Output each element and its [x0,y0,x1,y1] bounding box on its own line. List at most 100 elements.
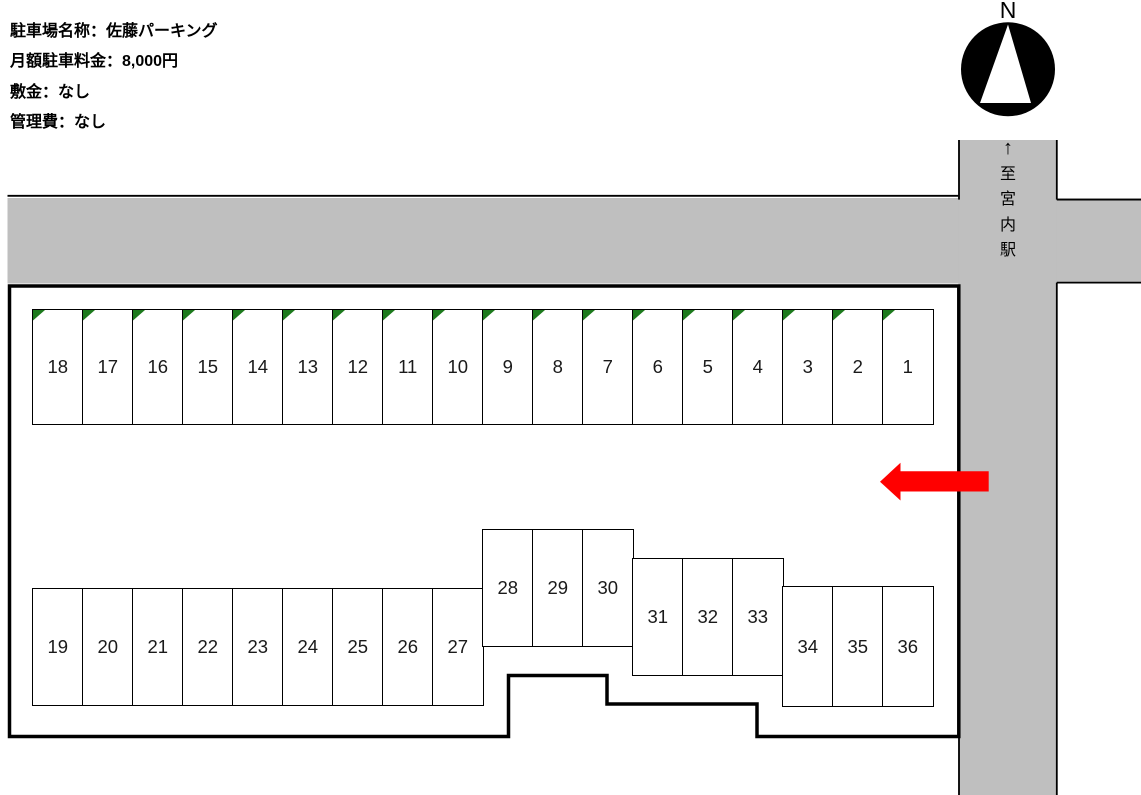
entrance-arrow-icon [880,462,989,501]
parking-stall: 23 [232,588,284,706]
parking-stall: 31 [632,558,684,676]
parking-stall: 24 [282,588,334,706]
parking-stall: 1 [882,309,934,425]
parking-stall: 10 [432,309,484,425]
stall-row-1-18: 18 17 16 15 14 13 12 11 10 9 [32,309,934,425]
stall-row-28-30: 28 29 30 [482,529,634,647]
parking-stall: 17 [82,309,134,425]
stall-number: 13 [297,356,319,377]
corner-marker-icon [133,310,145,321]
stall-number: 6 [652,356,663,377]
stall-number: 29 [547,577,569,598]
parking-stall: 16 [132,309,184,425]
stall-number: 15 [197,356,219,377]
compass-label: N [999,0,1017,23]
road-vertical [958,140,1057,795]
lot-info-line: 駐車場名称：佐藤パーキング [10,23,218,40]
lot-info: 駐車場名称：佐藤パーキング月額駐車料金：8,000円敷金：なし管理費：なし [10,17,218,139]
parking-stall: 33 [732,558,784,676]
stall-number: 32 [697,606,719,627]
stall-number: 30 [597,577,619,598]
parking-stall: 30 [582,529,634,647]
parking-stall: 29 [532,529,584,647]
corner-marker-icon [33,310,45,321]
road-horizontal [7,198,1141,284]
corner-marker-icon [833,310,845,321]
station-direction-char: 宮 [1000,191,1017,208]
stall-number: 36 [897,635,919,657]
stall-row-19-27: 19 20 21 22 23 24 25 26 27 [32,588,484,706]
station-direction-char: 至 [1000,165,1017,183]
lot-info-line: 月額駐車料金：8,000円 [10,53,179,71]
station-direction-text: ↑ 至宮内駅 [1000,136,1016,264]
stall-number: 20 [97,636,119,657]
parking-stall: 21 [132,588,184,706]
station-direction-char: 内 [1000,216,1017,234]
parking-stall: 6 [632,309,684,425]
corner-marker-icon [533,310,545,321]
parking-stall: 9 [482,309,534,425]
stall-number: 21 [147,636,169,657]
stall-number: 4 [752,356,763,377]
stall-number: 5 [702,356,713,377]
corner-marker-icon [183,310,195,321]
parking-stall: 3 [782,309,834,425]
stall-number: 33 [747,606,769,627]
corner-marker-icon [683,310,695,321]
parking-stall: 14 [232,309,284,425]
parking-stall: 7 [582,309,634,425]
stall-number: 24 [297,636,319,657]
stall-number: 27 [447,636,469,657]
stall-number: 12 [347,356,369,377]
stall-number: 17 [97,356,119,377]
stall-number: 34 [797,635,819,657]
parking-stall: 35 [832,586,884,707]
lot-info-line: 敷金：なし [10,83,91,101]
corner-marker-icon [283,310,295,321]
corner-marker-icon [733,310,745,321]
corner-marker-icon [83,310,95,321]
parking-stall: 12 [332,309,384,425]
stall-number: 23 [247,636,269,657]
stall-number: 8 [552,356,563,377]
stall-row-31-33: 31 32 33 [632,558,784,676]
stall-number: 35 [847,635,869,657]
parking-stall: 18 [32,309,84,425]
stall-number: 9 [502,356,513,377]
stall-number: 26 [397,636,419,657]
parking-stall: 11 [382,309,434,425]
stall-number: 11 [398,356,418,377]
stall-number: 3 [802,356,813,377]
corner-marker-icon [583,310,595,321]
parking-stall: 36 [882,586,934,707]
parking-stall: 22 [182,588,234,706]
parking-stall: 20 [82,588,134,706]
corner-marker-icon [883,310,895,321]
parking-stall: 13 [282,309,334,425]
stall-row-34-36: 34 35 36 [782,586,934,707]
corner-marker-icon [433,310,445,321]
corner-marker-icon [783,310,795,321]
stall-number: 7 [602,356,613,377]
corner-marker-icon [483,310,495,321]
corner-marker-icon [233,310,245,321]
parking-stall: 8 [532,309,584,425]
station-direction-char: 駅 [1000,242,1017,259]
station-direction-char: ↑ [1003,137,1013,159]
stall-number: 31 [647,606,669,627]
parking-stall: 19 [32,588,84,706]
stall-number: 28 [497,577,519,598]
compass-needle-icon [980,24,1031,103]
parking-stall: 25 [332,588,384,706]
parking-stall: 28 [482,529,534,647]
parking-stall: 15 [182,309,234,425]
stall-number: 18 [47,356,69,377]
stall-number: 10 [447,356,469,377]
parking-stall: 2 [832,309,884,425]
parking-stall: 26 [382,588,434,706]
parking-stall: 5 [682,309,734,425]
corner-marker-icon [383,310,395,321]
parking-stall: 34 [782,586,834,707]
lot-info-line: 管理費：なし [10,114,107,132]
